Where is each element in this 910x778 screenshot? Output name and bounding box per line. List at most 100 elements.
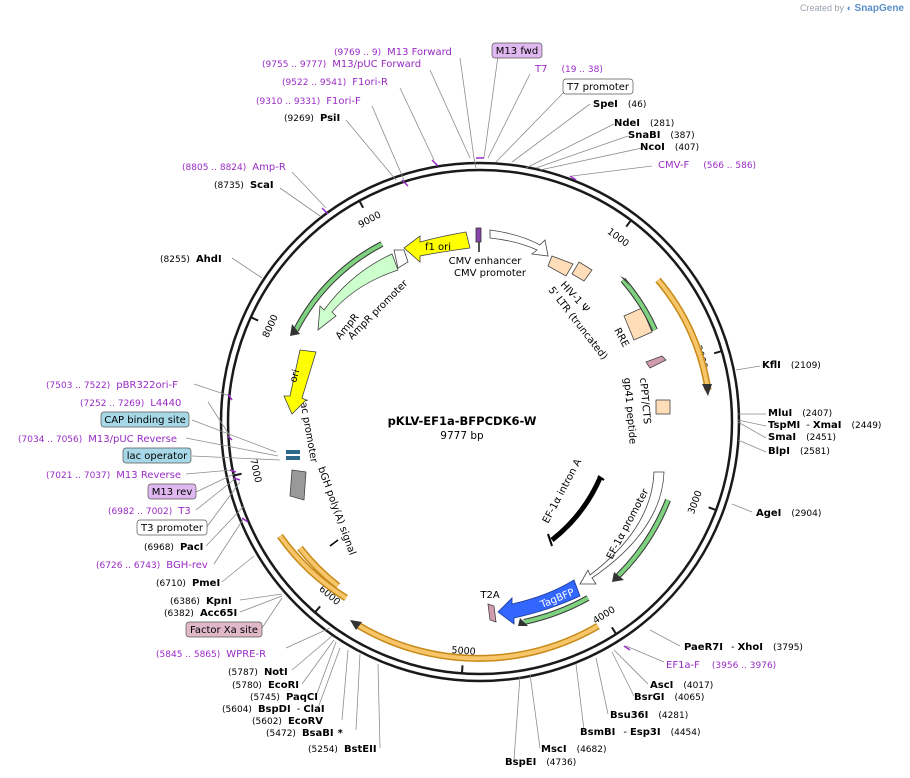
label-m13puc-forward: (9755 .. 9777)M13/pUC Forward xyxy=(262,59,421,70)
tick-mark xyxy=(233,472,242,477)
label-f1ori-r: (9522 .. 9541)F1ori-R xyxy=(282,77,388,88)
box-t3-promoter xyxy=(136,519,208,536)
ef1a-intron-arc xyxy=(550,477,603,542)
tick-mark xyxy=(250,316,259,322)
leader-cap xyxy=(191,419,277,453)
label-lac-operator: lac operator xyxy=(127,451,188,462)
label-m13-fwd: M13 fwd xyxy=(496,46,538,57)
tick-mark xyxy=(314,605,321,614)
leader-blpi xyxy=(737,439,767,453)
backbone-inner xyxy=(226,168,734,676)
leader-spei xyxy=(511,103,591,163)
tick-mark xyxy=(460,665,464,674)
box-t7-promoter xyxy=(562,78,634,95)
label-m13-reverse: (7021 .. 7037)M13 Reverse xyxy=(46,470,181,481)
leader-f1ori-r xyxy=(399,87,435,161)
label-amp-r: (8805 .. 8824)Amp-R xyxy=(182,162,286,173)
label-bsrgi: BsrGI(4065) xyxy=(634,692,704,703)
f1-ori-label: f1 ori xyxy=(425,242,451,253)
leader-scai xyxy=(279,187,321,217)
label-ecorv: (5602)EcoRV xyxy=(252,716,323,727)
label-ef1a-f: EF1a-F(3956 .. 3976) xyxy=(666,660,776,671)
leader-kfli xyxy=(735,365,761,371)
snapgene-logo-icon: ◐ xyxy=(846,3,853,13)
leader-tspmi xyxy=(737,419,767,427)
label-tspmi: TspMI-XmaI(2449) xyxy=(768,420,881,431)
leader-bspei xyxy=(513,675,521,761)
label-pmei: (6710)PmeI xyxy=(156,578,220,589)
lac-promoter-label: lac promoter xyxy=(297,399,319,465)
leader-acc65i xyxy=(239,595,283,613)
leader-bsteii xyxy=(377,663,381,749)
leader-msci xyxy=(529,673,541,749)
primer-mark-bgh-rev xyxy=(241,517,249,523)
leader-t7 xyxy=(487,73,531,159)
label-mlui: MluI(2407) xyxy=(768,408,832,419)
label-t3: (6982 .. 7002)T3 xyxy=(108,506,191,517)
leader-f1ori-f xyxy=(371,105,405,181)
map-labels: (9769 .. 9)M13 Forward (9755 .. 9777)M13… xyxy=(18,42,881,768)
primer-mark-t3 xyxy=(233,477,241,481)
leader-factor-xa xyxy=(261,597,283,629)
label-blpi: BlpI(2581) xyxy=(768,446,830,457)
lac-box-2 xyxy=(286,456,300,460)
leader-bsrgi xyxy=(611,651,635,697)
label-kpni: (6386)KpnI xyxy=(170,596,232,607)
green-arc-lower xyxy=(616,499,670,578)
cmv-enhancer-label: CMV enhancer xyxy=(449,256,523,267)
label-m13-forward: (9769 .. 9)M13 Forward xyxy=(334,47,452,58)
primer-mark-pbr322 xyxy=(227,393,233,401)
leader-ncoi xyxy=(539,147,643,171)
label-pbr322ori-f: (7503 .. 7522)pBR322ori-F xyxy=(46,380,178,391)
orange-arc-bottom-head xyxy=(350,620,362,630)
label-paer7i: PaeR7I-XhoI(3795) xyxy=(684,642,803,653)
leader-m13-rev xyxy=(195,473,235,493)
green-arc-ampr xyxy=(294,242,383,331)
label-wpre-r: (5845 .. 5865)WPRE-R xyxy=(156,649,266,660)
leader-pbr322ori xyxy=(193,383,231,397)
leader-m13-forward xyxy=(459,57,477,169)
credit: Created by ◐ SnapGene xyxy=(800,3,904,14)
label-ecori: (5780)EcoRI xyxy=(232,680,299,691)
label-cap-binding-site: CAP binding site xyxy=(104,415,186,426)
green-arc-bfp-head xyxy=(518,618,528,626)
label-t7: T7(19 .. 38) xyxy=(534,64,603,75)
leader-m13-reverse xyxy=(185,469,233,475)
primer-mark-amp-r xyxy=(321,207,329,215)
leader-bsabi xyxy=(355,653,361,731)
orange-arc-ll1 xyxy=(278,534,348,600)
tick-label: 1000 xyxy=(605,226,631,249)
tick-label: 9000 xyxy=(357,209,384,230)
green-arc-lower-head xyxy=(612,572,624,582)
leader-m13-fwd xyxy=(483,55,499,159)
cmv-arrow xyxy=(489,229,549,257)
orange-arc-right xyxy=(656,278,710,391)
primer-mark-l4440 xyxy=(227,435,233,441)
box-m13-fwd xyxy=(491,42,543,59)
leader-smai xyxy=(737,421,767,439)
label-noti: (5787)NotI xyxy=(228,667,288,678)
label-asci: AscI(4017) xyxy=(650,680,713,691)
ampr-promoter-arrow xyxy=(393,249,409,269)
ori-label: ori xyxy=(288,368,302,383)
leader-ecori xyxy=(301,639,335,685)
green-arc-upper xyxy=(621,278,657,331)
features: CMV enhancer CMV promoter HIV-1 Ψ 5' LTR… xyxy=(277,227,712,662)
leader-agei xyxy=(731,503,753,513)
label-ahdi: (8255)AhdI xyxy=(160,254,222,265)
ef1a-promoter-arrow xyxy=(579,471,665,585)
credit-brand: SnapGene xyxy=(854,3,904,14)
label-cmv-f: CMV-F(566 .. 586) xyxy=(658,160,756,171)
leader-ecorv xyxy=(341,649,349,721)
ampr-arrow xyxy=(317,253,399,331)
label-snabi: SnaBI(387) xyxy=(628,130,695,141)
box-m13-rev xyxy=(147,483,197,500)
gp41-arrow xyxy=(645,355,667,369)
label-m13puc-reverse: (7034 .. 7056)M13/pUC Reverse xyxy=(18,434,177,445)
label-kfli: KflI(2109) xyxy=(762,360,821,371)
bgh-box xyxy=(289,469,307,501)
primer-mark-f1ori-f xyxy=(401,179,409,187)
tagbfp-arrow xyxy=(497,579,581,625)
primer-mark-m13rev xyxy=(229,469,237,473)
